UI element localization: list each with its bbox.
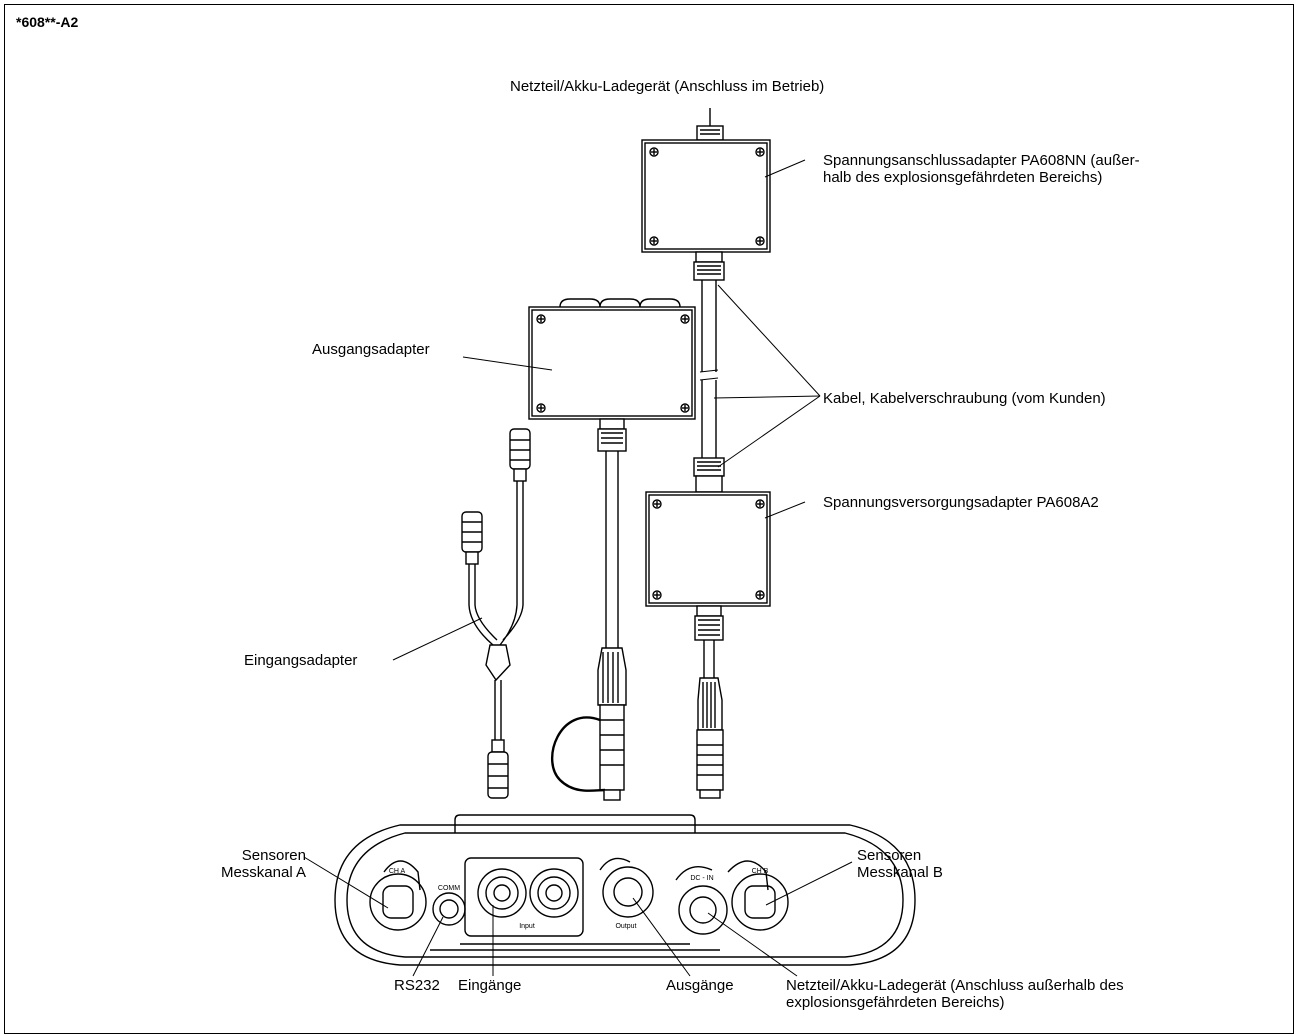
ch-a-marking: CH A xyxy=(389,868,406,875)
label-bottom-power-supply: Netzteil/Akku-Ladegerät (Anschluss außer… xyxy=(786,977,1124,1011)
label-output-adapter: Ausgangsadapter xyxy=(312,341,430,358)
comm-marking: COMM xyxy=(438,885,460,892)
label-cable-gland: Kabel, Kabelverschraubung (vom Kunden) xyxy=(823,390,1106,407)
label-bottom-power-supply-line1: Netzteil/Akku-Ladegerät (Anschluss außer… xyxy=(786,977,1124,994)
label-sensor-channel-a-line1: Sensoren xyxy=(241,847,306,864)
label-input-adapter: Eingangsadapter xyxy=(244,652,358,669)
label-inputs: Eingänge xyxy=(458,977,522,994)
customer-cable xyxy=(693,280,725,493)
figure-id: *608**-A2 xyxy=(16,14,79,30)
label-sensor-channel-b-line1: Sensoren xyxy=(857,847,922,864)
label-sensor-channel-a: Sensoren Messkanal A xyxy=(196,847,306,881)
label-sensor-channel-b: Sensoren Messkanal B xyxy=(857,847,943,881)
label-top-power-supply: Netzteil/Akku-Ladegerät (Anschluss im Be… xyxy=(510,78,825,95)
supply-module-box xyxy=(645,491,771,799)
label-rs232: RS232 xyxy=(394,977,440,994)
input-marking: Input xyxy=(519,923,535,930)
dc-in-marking: DC - IN xyxy=(690,875,713,882)
output-adapter-box xyxy=(528,298,696,801)
leader-lines xyxy=(303,159,853,977)
label-supply-connection-adapter: Spannungsanschlussadapter PA608NN (außer… xyxy=(823,152,1140,186)
input-adapter-cable xyxy=(461,428,531,799)
instrument-bottom-view: CH A COMM Input Output DC - IN CH B xyxy=(334,814,916,966)
label-sensor-channel-b-line2: Messkanal B xyxy=(857,864,943,881)
label-supply-module: Spannungsversorgungsadapter PA608A2 xyxy=(823,494,1099,511)
label-supply-connection-adapter-line2: halb des explosionsgefährdeten Bereichs) xyxy=(823,169,1103,186)
label-bottom-power-supply-line2: explosionsgefährdeten Bereichs) xyxy=(786,994,1005,1011)
label-supply-connection-adapter-line1: Spannungsanschlussadapter PA608NN (außer… xyxy=(823,152,1140,169)
ch-b-marking: CH B xyxy=(752,868,769,875)
label-outputs: Ausgänge xyxy=(666,977,734,994)
output-marking: Output xyxy=(615,923,636,930)
supply-connection-adapter-box xyxy=(641,108,771,281)
label-sensor-channel-a-line2: Messkanal A xyxy=(220,864,306,881)
